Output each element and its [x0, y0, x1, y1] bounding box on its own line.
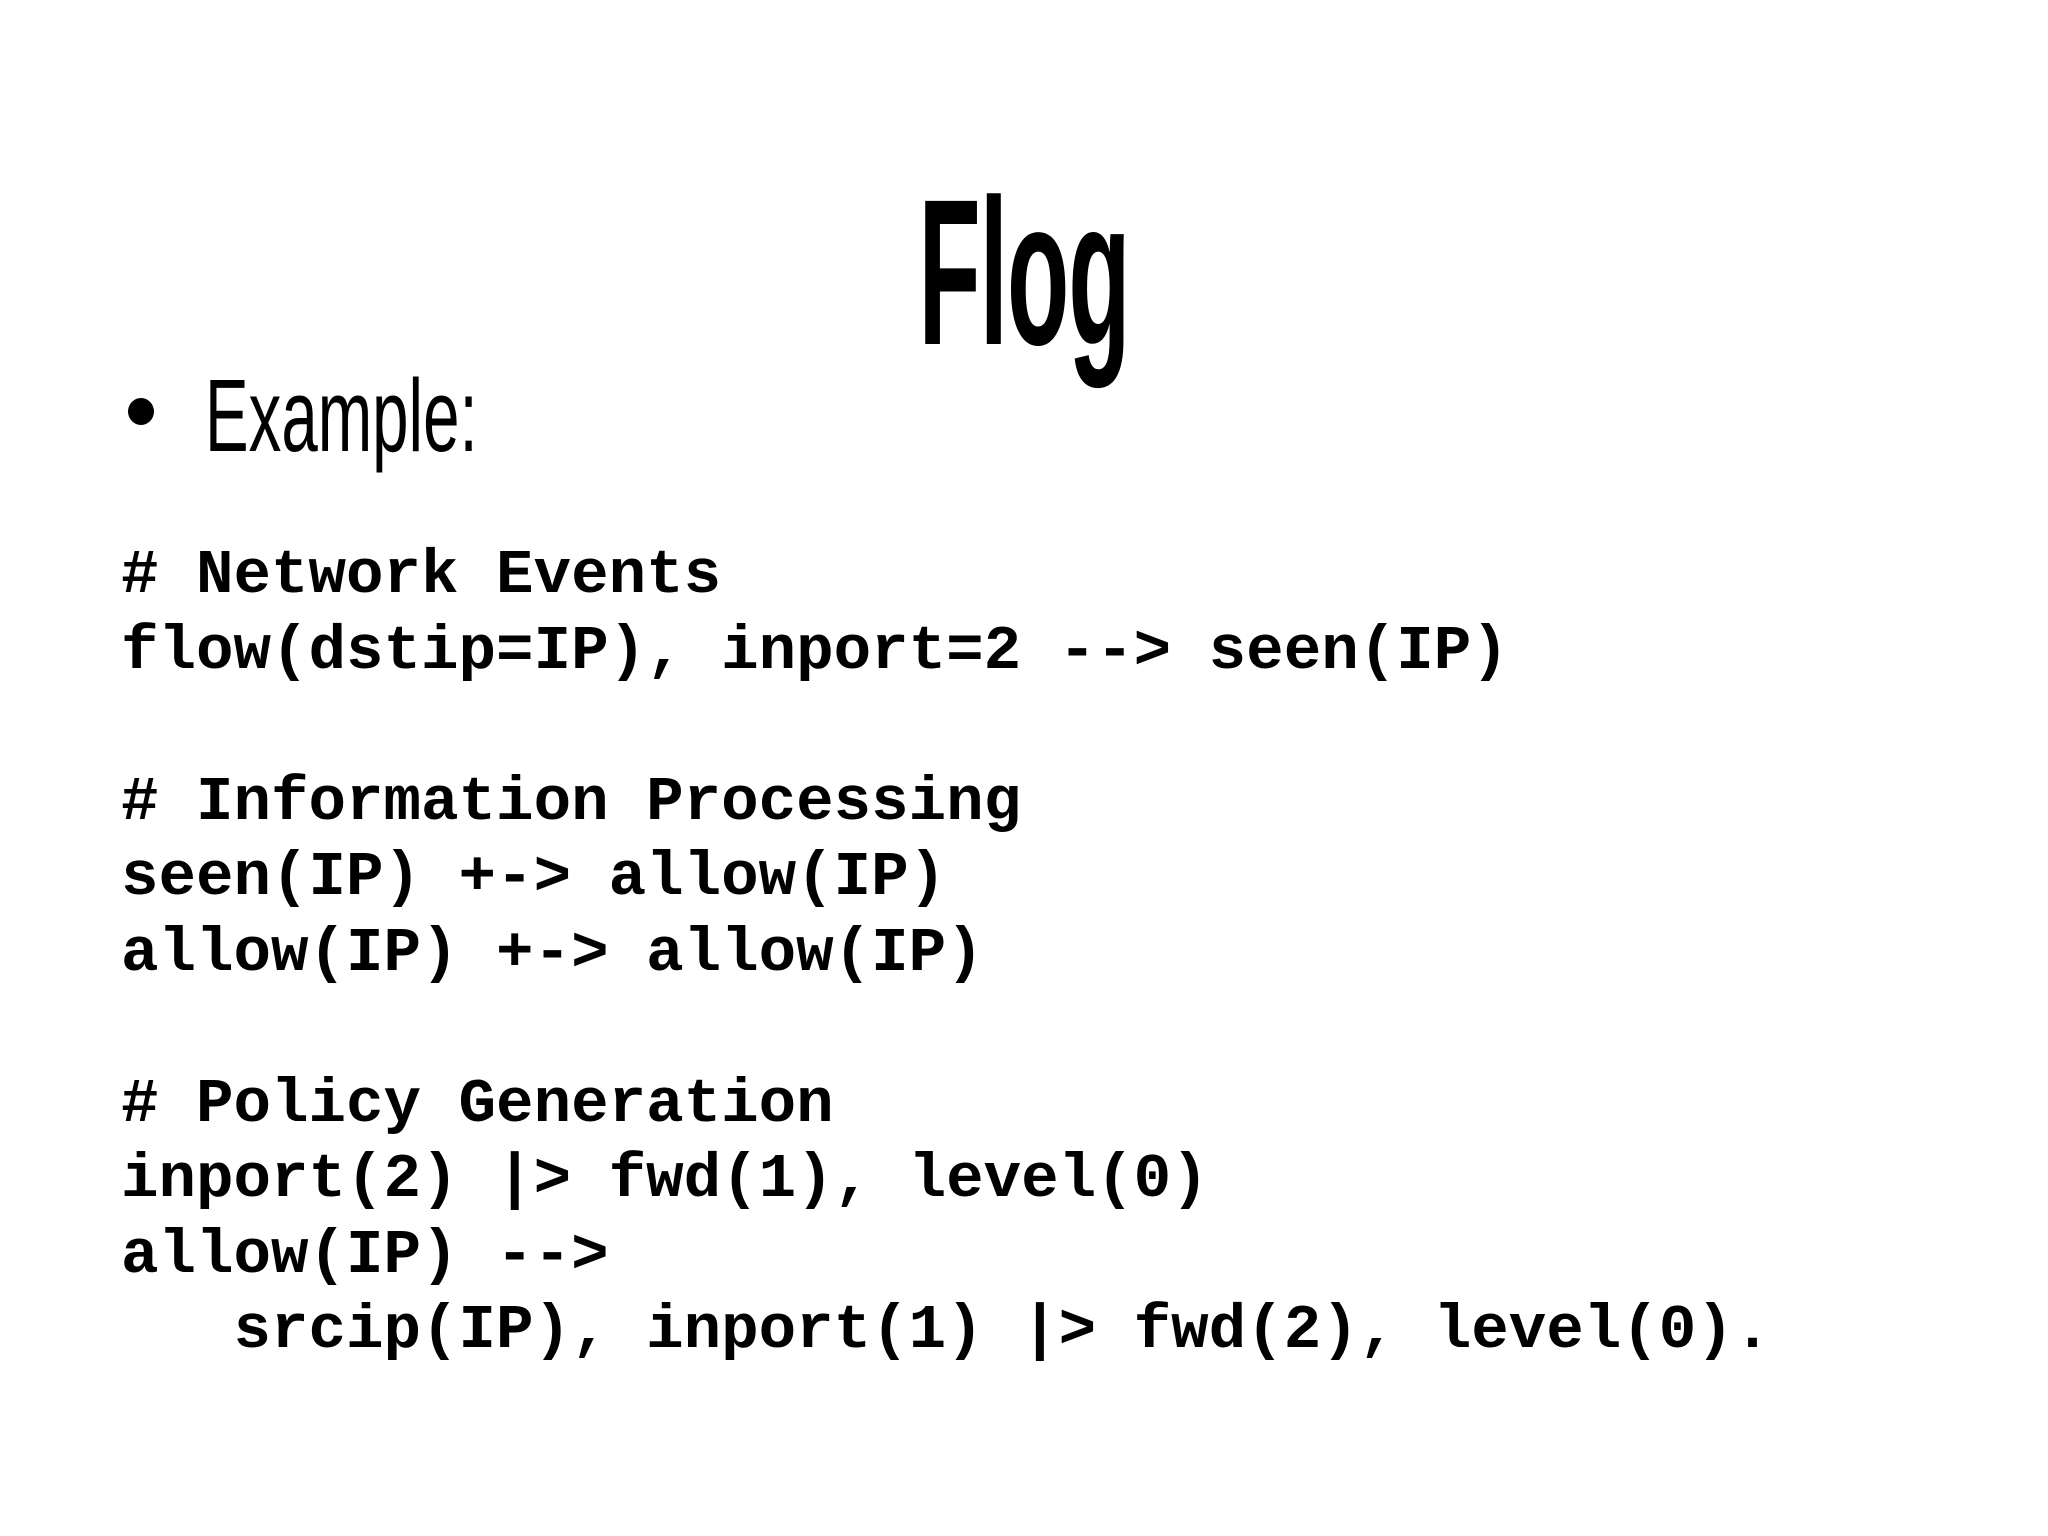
code-line: seen(IP) +-> allow(IP)	[121, 842, 947, 913]
code-line: allow(IP) -->	[121, 1219, 609, 1291]
code-line: allow(IP) +-> allow(IP)	[121, 917, 984, 989]
code-comment-line: # Policy Generation	[121, 1068, 834, 1140]
bullet-marker-icon	[128, 398, 154, 425]
code-line: srcip(IP), inport(1) |> fwd(2), level(0)…	[121, 1295, 1772, 1366]
code-line: flow(dstip=IP), inport=2 --> seen(IP)	[121, 615, 1509, 687]
slide-title: Flog	[918, 157, 1130, 389]
code-comment-line: # Network Events	[121, 540, 722, 611]
bullet-text: Example:	[205, 358, 478, 473]
code-comment-line: # Information Processing	[121, 766, 1022, 838]
code-line: inport(2) |> fwd(1), level(0)	[121, 1144, 1209, 1215]
